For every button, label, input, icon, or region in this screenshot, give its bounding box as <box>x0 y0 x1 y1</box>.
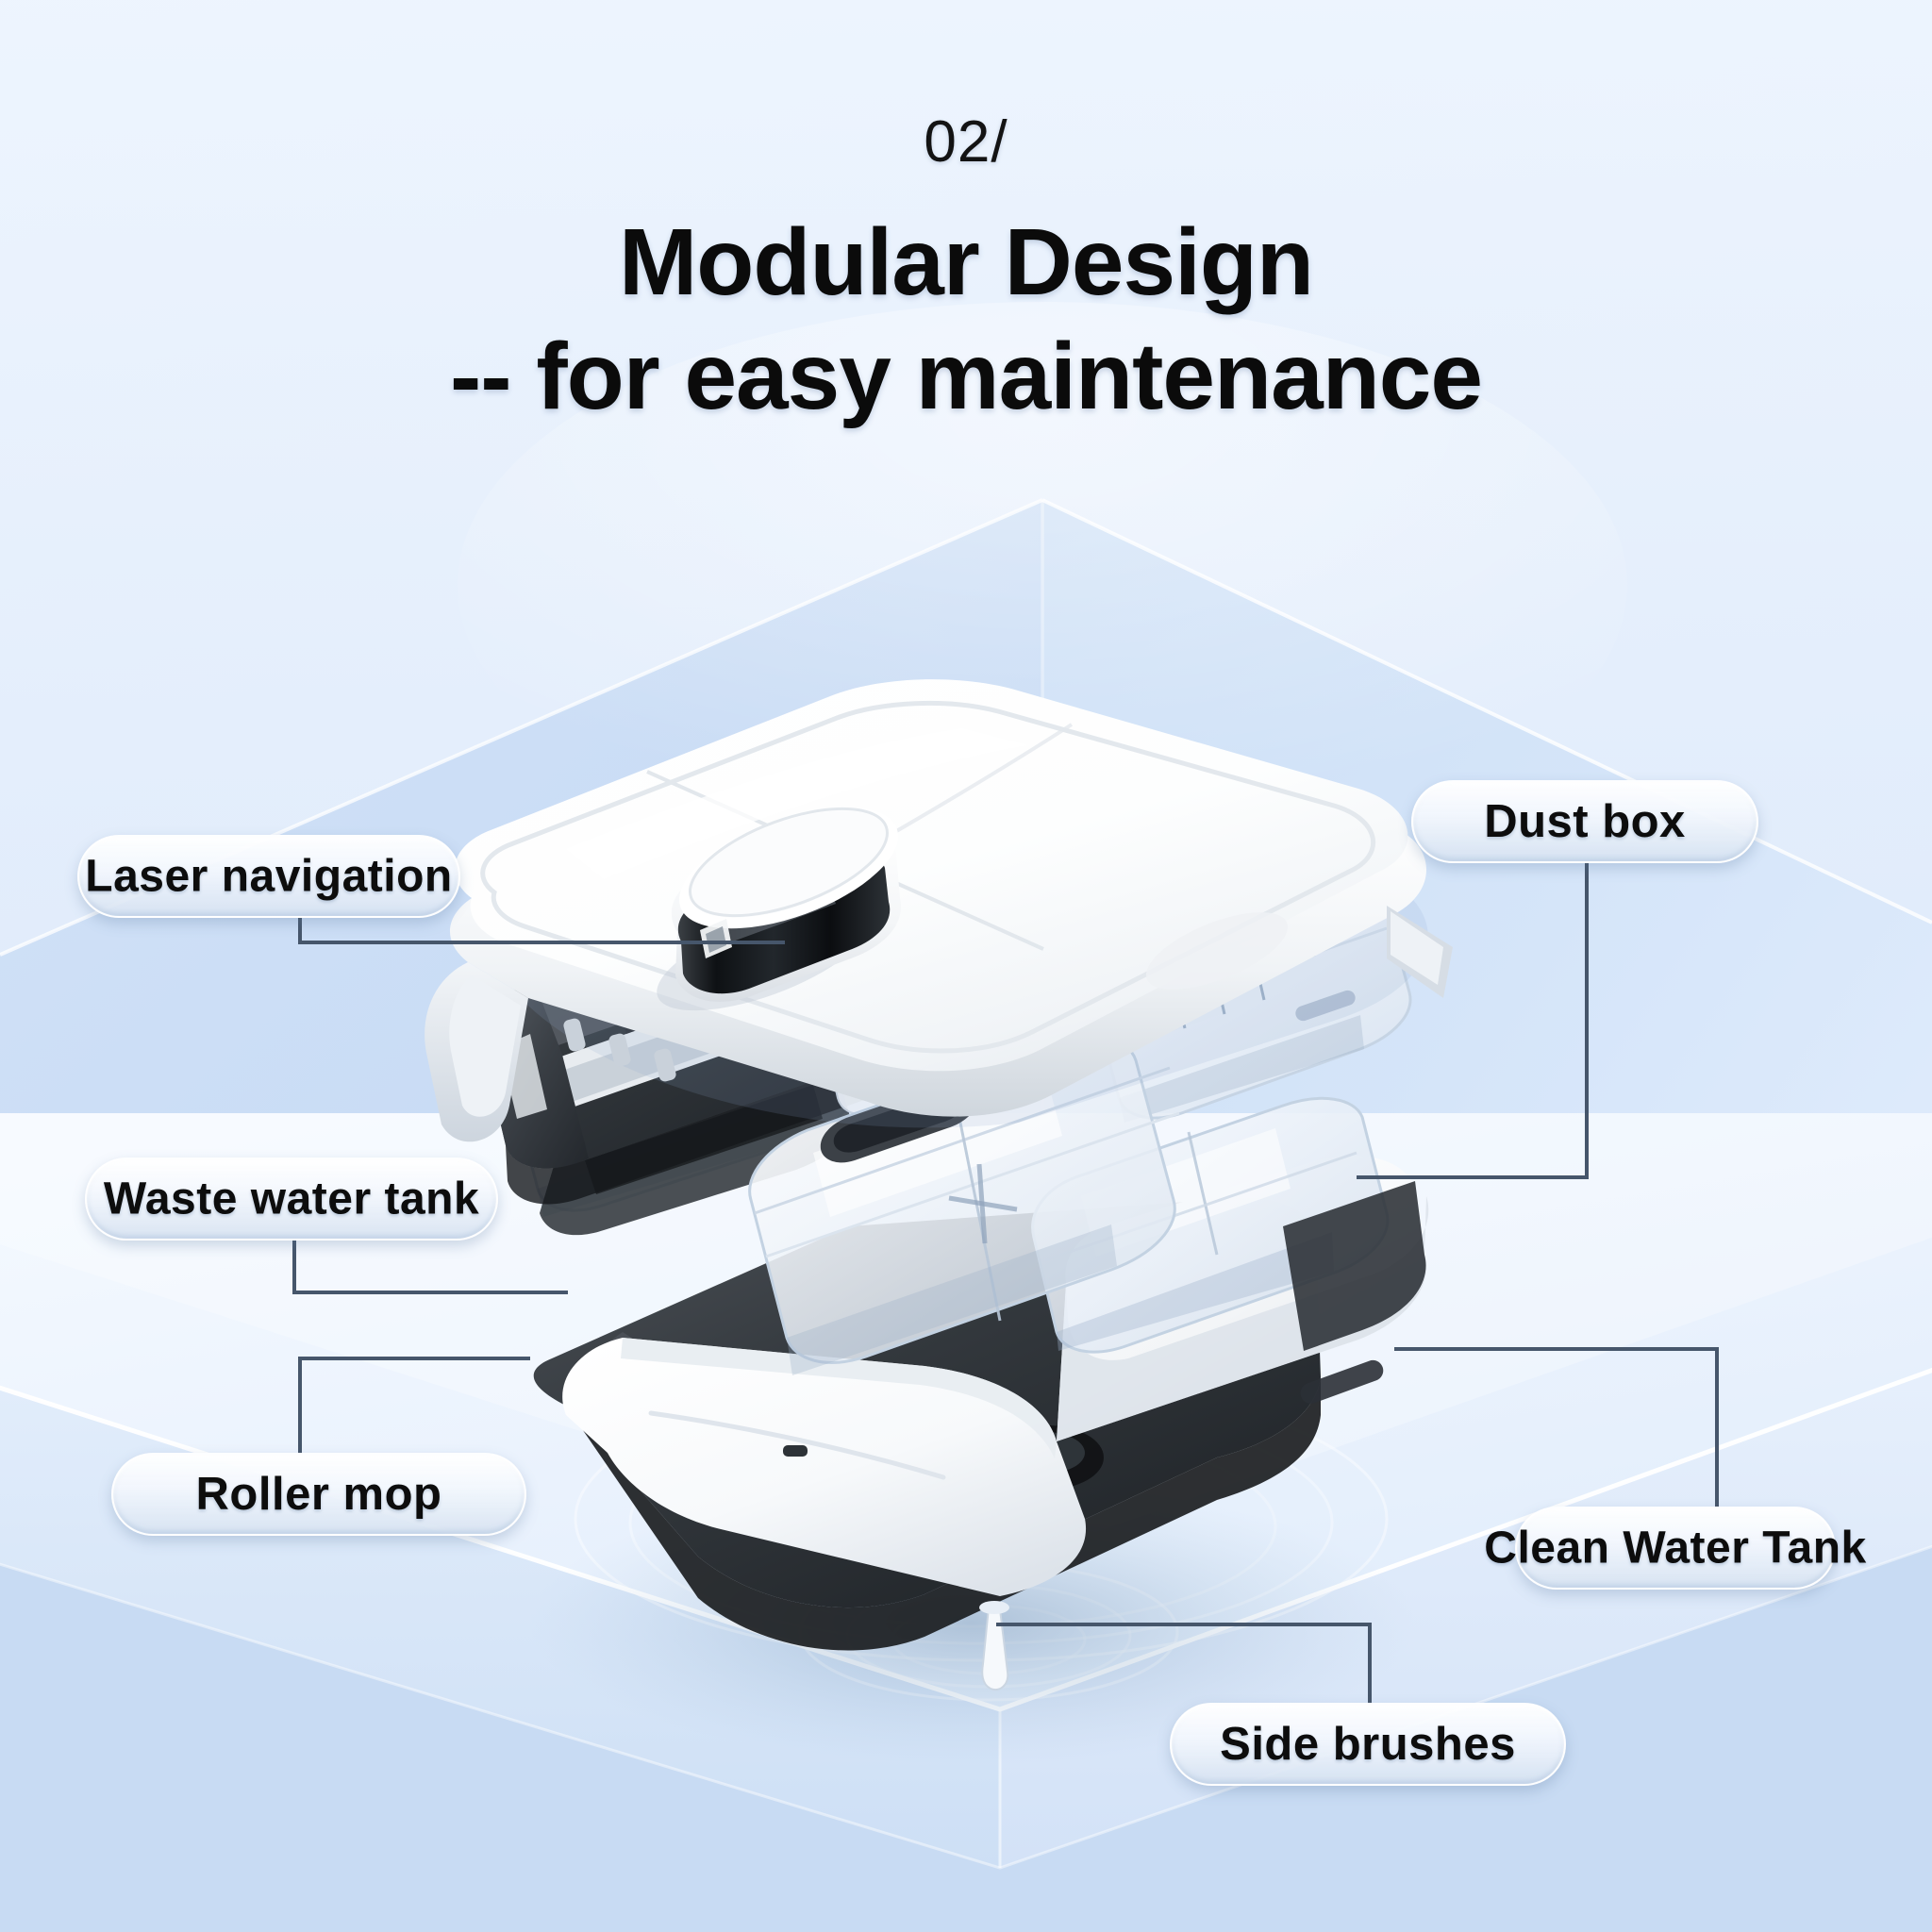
header-block: 02/ Modular Design -- for easy maintenan… <box>0 113 1932 426</box>
section-number: 02/ <box>924 109 1008 175</box>
callout-side-brushes-label: Side brushes <box>1220 1719 1516 1770</box>
callout-roller-mop[interactable]: Roller mop <box>111 1453 526 1536</box>
callout-dust-box[interactable]: Dust box <box>1411 780 1758 863</box>
callout-laser-navigation[interactable]: Laser navigation <box>77 835 460 918</box>
callout-side-brushes[interactable]: Side brushes <box>1170 1703 1566 1786</box>
top-cover-with-lidar <box>425 679 1453 1142</box>
callout-laser-navigation-label: Laser navigation <box>85 851 453 902</box>
chassis-front-shell <box>562 1338 1087 1596</box>
lidar-turret <box>657 807 902 1011</box>
page-title-line-1: Modular Design <box>618 209 1314 315</box>
callout-clean-water-tank-label: Clean Water Tank <box>1484 1523 1867 1574</box>
callout-roller-mop-label: Roller mop <box>195 1469 442 1520</box>
callout-waste-water-tank-label: Waste water tank <box>103 1174 480 1224</box>
callout-clean-water-tank[interactable]: Clean Water Tank <box>1484 1507 1866 1590</box>
callout-dust-box-label: Dust box <box>1484 796 1686 847</box>
callout-waste-water-tank[interactable]: Waste water tank <box>85 1158 498 1241</box>
page-title-line-2: -- for easy maintenance <box>449 324 1483 429</box>
